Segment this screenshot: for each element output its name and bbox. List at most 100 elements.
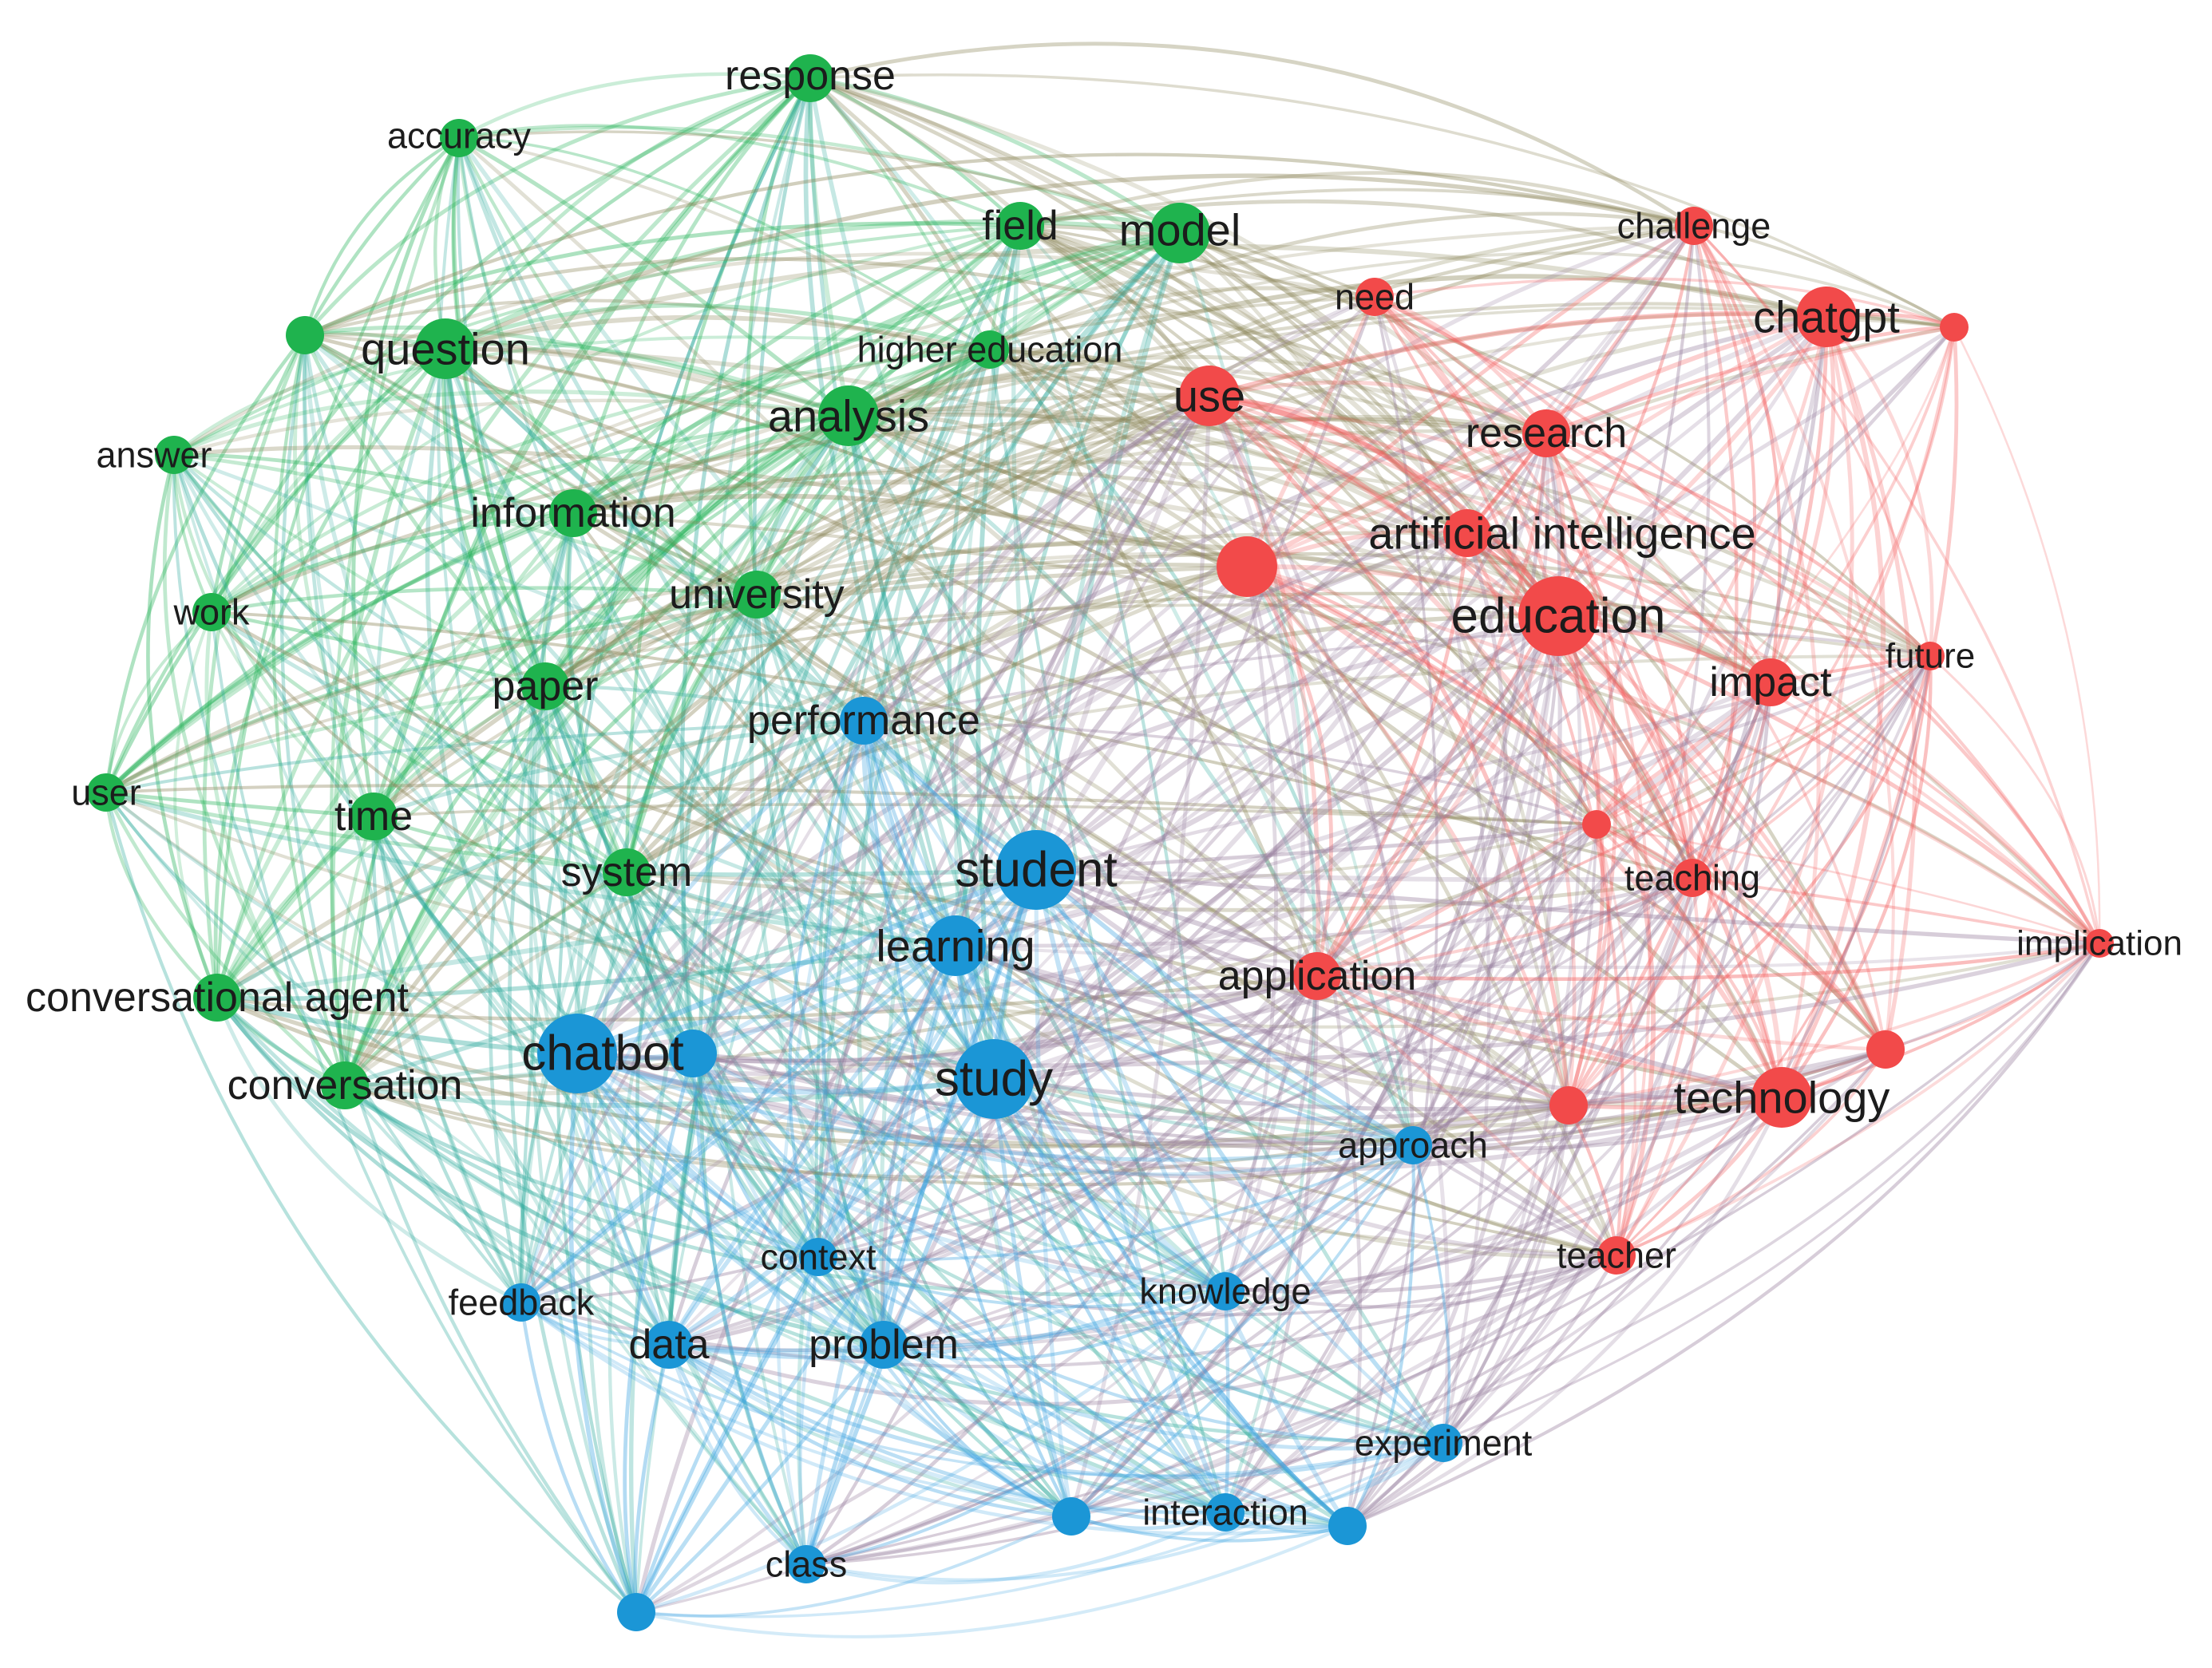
edge-answer-class	[172, 454, 808, 1566]
node-artificial-intelligence[interactable]	[1217, 536, 1277, 597]
edge-application-r_unlabeled_4	[1316, 974, 1886, 1052]
node-student[interactable]	[996, 830, 1076, 910]
label-study: study	[935, 1052, 1053, 1107]
edge-future-b_unlabeled_2	[1070, 655, 1932, 1518]
edge-work-technology	[210, 610, 1783, 1100]
edge-use-r_unlabeled_4	[1208, 393, 1888, 1051]
edge-conversational_agent-r_unlabeled_5	[216, 995, 1569, 1148]
edge-response-user	[104, 76, 812, 793]
edge-question-performance	[443, 347, 865, 723]
node-b-unlabeled-2[interactable]	[1052, 1497, 1090, 1536]
node-higher-education[interactable]	[971, 330, 1009, 369]
node-model[interactable]	[1150, 203, 1210, 263]
node-approach[interactable]	[1394, 1126, 1432, 1164]
edge-information-b_unlabeled_1	[566, 512, 695, 1055]
node-need[interactable]	[1355, 278, 1394, 316]
node-research[interactable]	[1522, 409, 1570, 457]
node-b-unlabeled-4[interactable]	[617, 1593, 655, 1631]
edge-field-information	[572, 223, 1021, 515]
node-education[interactable]	[1518, 576, 1598, 656]
node-knowledge[interactable]	[1206, 1272, 1244, 1310]
edge-r_unlabeled_3-r_unlabeled_4	[1596, 823, 1887, 1050]
label-impact: impact	[1709, 659, 1832, 706]
node-data[interactable]	[645, 1321, 693, 1369]
edge-user-system	[105, 790, 627, 875]
node-conversation[interactable]	[321, 1061, 369, 1109]
edge-r_unlabeled_3-approach	[1411, 824, 1598, 1147]
node-study[interactable]	[954, 1039, 1034, 1119]
edge-system-artificial_intelligence	[624, 564, 1248, 874]
node-information[interactable]	[549, 489, 597, 537]
node-teacher[interactable]	[1597, 1236, 1636, 1275]
edge-research-teaching	[1545, 432, 1695, 879]
edge-r_unlabeled_1-data	[667, 326, 1956, 1346]
edge-b_unlabeled_1-b_unlabeled_4	[623, 1053, 695, 1613]
node-time[interactable]	[350, 792, 398, 840]
edge-field-implication	[1019, 224, 2101, 945]
node-r-unlabeled-1[interactable]	[1940, 313, 1969, 342]
node-accuracy[interactable]	[440, 119, 478, 157]
node-paper[interactable]	[521, 662, 569, 710]
edge-application-student	[1035, 868, 1318, 979]
edge-question-university	[444, 346, 758, 597]
edge-future-b_unlabeled_3	[1347, 655, 1932, 1528]
edge-conversation-challenge	[343, 223, 1695, 1087]
node-question[interactable]	[415, 318, 476, 379]
node-system[interactable]	[603, 848, 651, 896]
node-context[interactable]	[799, 1238, 837, 1276]
node-b-unlabeled-3[interactable]	[1328, 1507, 1367, 1545]
edge-accuracy-field	[458, 124, 1021, 227]
node-field[interactable]	[996, 202, 1044, 250]
node-r-unlabeled-2[interactable]	[1443, 509, 1491, 557]
edge-field-chatgpt	[1019, 199, 1828, 319]
edge-impact-chatbot	[576, 680, 1772, 1057]
node-feedback[interactable]	[502, 1283, 540, 1322]
edge-future-r_unlabeled_5	[1567, 655, 1932, 1107]
node-challenge[interactable]	[1675, 207, 1713, 245]
edge-field-conversational_agent	[215, 223, 1022, 999]
node-response[interactable]	[786, 54, 834, 102]
node-conversational-agent[interactable]	[193, 974, 241, 1022]
edge-artificial_intelligence-implication	[1246, 564, 2101, 945]
edge-chatgpt-performance	[862, 314, 1827, 723]
node-application[interactable]	[1293, 952, 1341, 1000]
edge-system-experiment	[625, 871, 1444, 1445]
node-chatbot[interactable]	[537, 1014, 617, 1093]
edge-use-performance	[862, 393, 1211, 722]
edge-response-application	[809, 77, 1320, 977]
node-interaction[interactable]	[1206, 1493, 1244, 1532]
node-implication[interactable]	[2085, 929, 2114, 958]
node-future[interactable]	[1916, 642, 1945, 670]
node-r-unlabeled-3[interactable]	[1582, 810, 1611, 839]
node-technology[interactable]	[1751, 1067, 1812, 1128]
node-analysis[interactable]	[818, 385, 879, 446]
node-r-unlabeled-4[interactable]	[1866, 1030, 1905, 1069]
node-chatgpt[interactable]	[1796, 287, 1857, 347]
edge-system-r_unlabeled_3	[626, 823, 1597, 887]
edge-user-r_unlabeled_3	[105, 784, 1597, 826]
node-g-unlabeled[interactable]	[286, 316, 324, 354]
node-performance[interactable]	[840, 697, 888, 745]
edge-response-challenge	[809, 42, 1696, 228]
node-university[interactable]	[733, 571, 781, 619]
label-user: user	[71, 773, 141, 813]
edge-g_unlabeled-paper	[303, 334, 547, 688]
edge-paper-challenge	[544, 223, 1695, 688]
edge-r_unlabeled_1-learning	[954, 325, 1956, 948]
node-experiment[interactable]	[1424, 1424, 1462, 1462]
node-r-unlabeled-5[interactable]	[1549, 1086, 1588, 1125]
node-class[interactable]	[787, 1545, 825, 1583]
node-b-unlabeled-1[interactable]	[669, 1030, 717, 1077]
edge-future-learning	[955, 654, 1931, 948]
node-learning[interactable]	[925, 915, 986, 976]
node-user[interactable]	[87, 773, 125, 812]
edge-research-teacher	[1545, 433, 1652, 1256]
node-problem[interactable]	[860, 1321, 908, 1369]
node-impact[interactable]	[1747, 658, 1795, 706]
node-work[interactable]	[192, 593, 231, 631]
edge-chatgpt-chatbot	[575, 314, 1828, 1056]
node-use[interactable]	[1179, 366, 1240, 426]
node-answer[interactable]	[155, 436, 193, 474]
edge-response-class	[706, 77, 812, 1565]
node-teaching[interactable]	[1673, 859, 1711, 897]
